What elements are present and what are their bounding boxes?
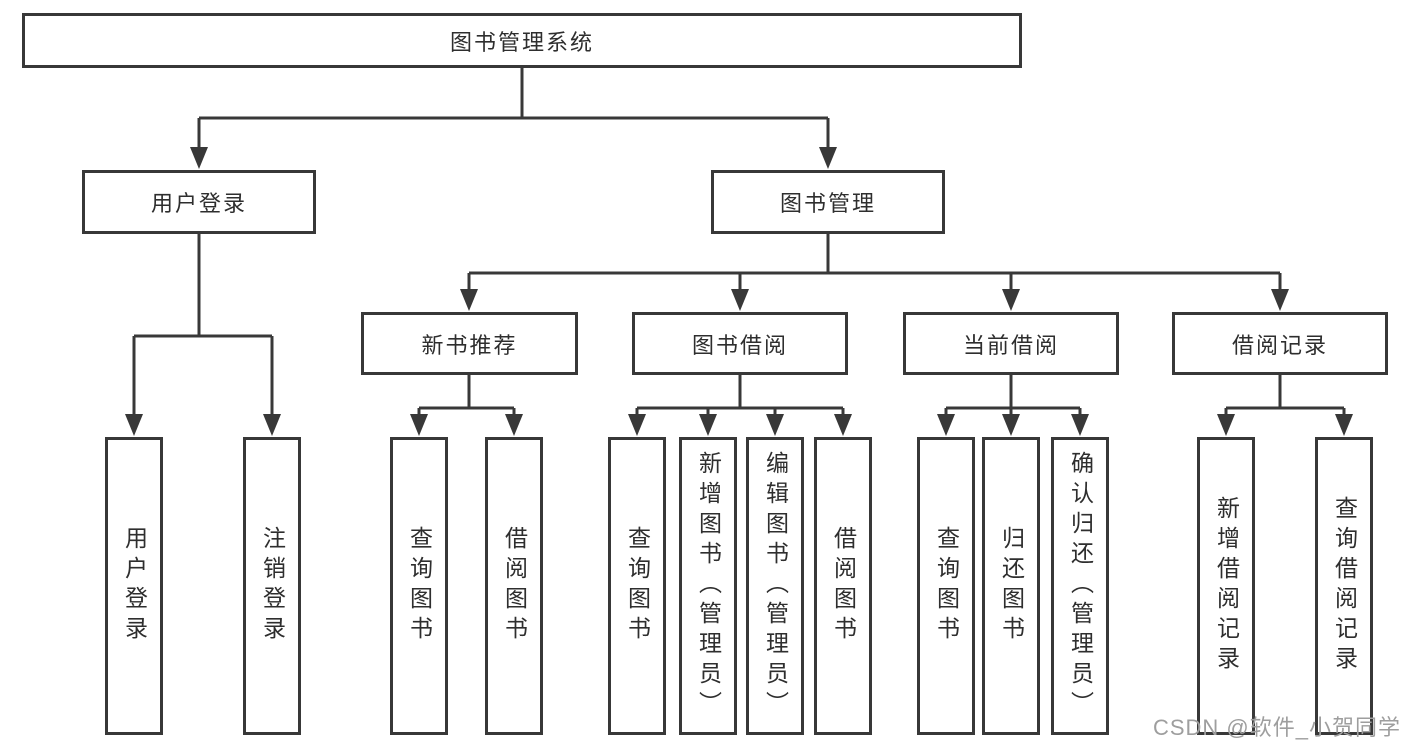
arrowhead: [834, 414, 852, 436]
node-current-borrowing-label: 当前借阅: [962, 332, 1059, 358]
leaf-user-login-label: 用户登录: [121, 526, 148, 646]
arrowhead: [731, 289, 749, 311]
arrowhead: [766, 414, 784, 436]
leaf-logout: 注销登录: [243, 437, 301, 735]
node-user-login-label: 用户登录: [150, 191, 247, 216]
node-borrowing-records-label: 借阅记录: [1231, 332, 1328, 358]
node-borrowing-records: 借阅记录: [1172, 312, 1388, 375]
leaf-user-login: 用户登录: [105, 437, 163, 735]
arrowhead: [190, 147, 208, 169]
arrowhead: [1217, 414, 1235, 436]
leaf-recommend-query-books-label: 查询图书: [406, 526, 433, 646]
node-book-management-label: 图书管理: [779, 191, 876, 216]
arrowhead: [1335, 414, 1353, 436]
leaf-add-borrow-record-label: 新增借阅记录: [1213, 496, 1240, 676]
leaf-confirm-return-admin: 确认归还（管理员）: [1051, 437, 1109, 735]
leaf-borrowing-query-books: 查询图书: [608, 437, 666, 735]
leaf-query-borrow-record: 查询借阅记录: [1315, 437, 1373, 735]
leaf-query-borrow-record-label: 查询借阅记录: [1331, 496, 1358, 676]
leaf-edit-books-admin-label: 编辑图书（管理员）: [762, 451, 789, 721]
leaf-recommend-query-books: 查询图书: [390, 437, 448, 735]
leaf-add-borrow-record: 新增借阅记录: [1197, 437, 1255, 735]
leaf-recommend-borrow-books-label: 借阅图书: [501, 526, 528, 646]
leaf-add-books-admin-label: 新增图书（管理员）: [695, 451, 722, 721]
node-current-borrowing: 当前借阅: [903, 312, 1119, 375]
node-user-login: 用户登录: [82, 170, 316, 234]
leaf-borrowing-borrow-books-label: 借阅图书: [830, 526, 857, 646]
arrowhead: [410, 414, 428, 436]
arrowhead: [819, 147, 837, 169]
arrowhead: [1271, 289, 1289, 311]
edge-paths: [132, 68, 1346, 416]
node-book-management: 图书管理: [711, 170, 945, 234]
node-book-borrowing-label: 图书借阅: [691, 332, 788, 358]
leaf-confirm-return-admin-label: 确认归还（管理员）: [1067, 451, 1094, 721]
leaf-edit-books-admin: 编辑图书（管理员）: [746, 437, 804, 735]
leaf-return-books: 归还图书: [982, 437, 1040, 735]
arrowhead: [628, 414, 646, 436]
arrowhead: [1002, 289, 1020, 311]
leaf-add-books-admin: 新增图书（管理员）: [679, 437, 737, 735]
arrowhead: [1002, 414, 1020, 436]
arrowhead: [263, 414, 281, 436]
arrowhead: [125, 414, 143, 436]
leaf-recommend-borrow-books: 借阅图书: [485, 437, 543, 735]
csdn-watermark: CSDN @软件_小贺同学: [1152, 715, 1401, 740]
node-book-borrowing: 图书借阅: [632, 312, 848, 375]
arrowhead: [460, 289, 478, 311]
arrowhead: [699, 414, 717, 436]
leaf-borrowing-borrow-books: 借阅图书: [814, 437, 872, 735]
arrowhead: [505, 414, 523, 436]
leaf-return-books-label: 归还图书: [998, 526, 1025, 646]
arrowhead: [1071, 414, 1089, 436]
node-new-book-recommend: 新书推荐: [361, 312, 578, 375]
leaf-logout-label: 注销登录: [259, 526, 286, 646]
arrowhead: [937, 414, 955, 436]
leaf-current-query-books-label: 查询图书: [933, 526, 960, 646]
node-new-book-recommend-label: 新书推荐: [421, 332, 518, 358]
node-root-label: 图书管理系统: [449, 29, 594, 55]
leaf-borrowing-query-books-label: 查询图书: [624, 526, 651, 646]
leaf-current-query-books: 查询图书: [917, 437, 975, 735]
node-root: 图书管理系统: [22, 13, 1022, 68]
